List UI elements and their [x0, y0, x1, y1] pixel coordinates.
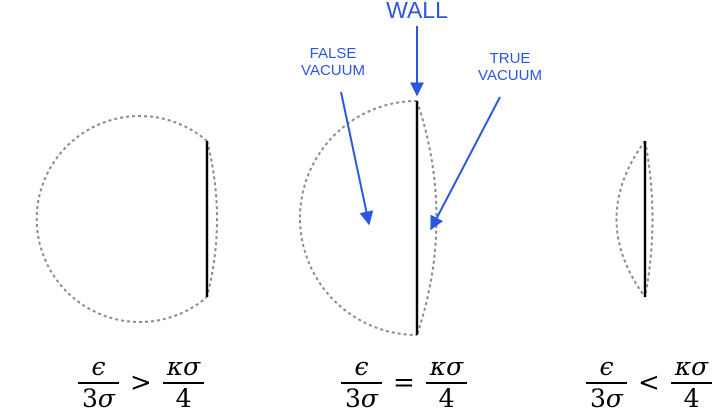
- bubble-large-wall-cap: [206, 140, 218, 298]
- formula-less: ϵ 3σ < κσ 4: [584, 352, 714, 414]
- bubble-critical-outline: [299, 100, 418, 336]
- operator-greater: >: [129, 368, 152, 398]
- formula-greater: ϵ 3σ > κσ 4: [76, 352, 206, 414]
- formula-equal: ϵ 3σ = κσ 4: [339, 352, 469, 414]
- fraction-epsilon-over-3sigma: ϵ 3σ: [586, 353, 627, 413]
- label-wall: WALL: [386, 0, 448, 23]
- label-false-vacuum: FALSE VACUUM: [301, 45, 365, 79]
- operator-equal: =: [392, 368, 415, 398]
- fraction-kappa-sigma-over-4: κσ 4: [162, 353, 205, 413]
- operator-less: <: [637, 368, 660, 398]
- fraction-kappa-sigma-over-4: κσ 4: [670, 353, 713, 413]
- bubble-small: [615, 140, 654, 298]
- fraction-kappa-sigma-over-4: κσ 4: [425, 353, 468, 413]
- label-true-vacuum: TRUE VACUUM: [478, 50, 542, 84]
- fraction-epsilon-over-3sigma: ϵ 3σ: [341, 353, 382, 413]
- bubble-small-outline: [615, 140, 646, 298]
- bubble-critical-wall-cap: [416, 100, 438, 336]
- bubble-critical: [299, 100, 438, 336]
- bubble-large-outline: [35, 115, 208, 323]
- bubble-diagram: [35, 26, 654, 336]
- arrow-false-vacuum: [340, 91, 374, 226]
- fraction-epsilon-over-3sigma: ϵ 3σ: [78, 353, 119, 413]
- bubble-large: [35, 115, 218, 323]
- bubble-small-wall-cap: [644, 140, 654, 298]
- diagram-canvas: WALL FALSE VACUUM TRUE VACUUM ϵ 3σ > κσ …: [35, 0, 713, 414]
- arrow-true-vacuum: [430, 96, 501, 231]
